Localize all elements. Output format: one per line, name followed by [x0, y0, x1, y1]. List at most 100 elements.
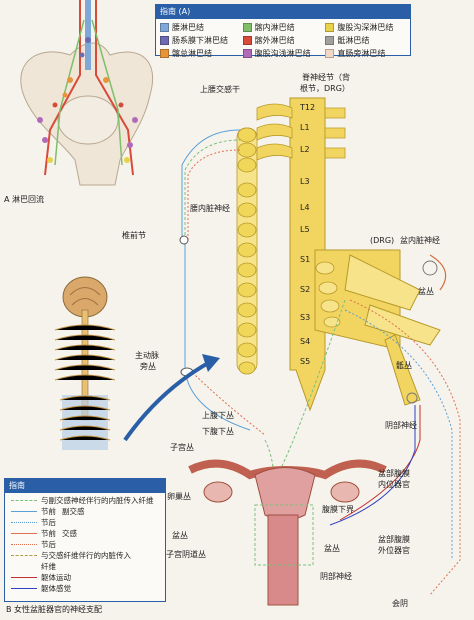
- label-pelvic-plexus-right: 盆丛: [418, 287, 434, 296]
- legend-line: [11, 533, 37, 534]
- legend-swatch: [160, 23, 169, 32]
- label-pelvic-peritoneum-upper-2: 内位器官: [378, 480, 410, 489]
- legend-b-label: 与交感纤维伴行的内脏传入: [41, 551, 131, 560]
- legend-swatch: [325, 36, 335, 45]
- legend-a: 指南 (A) 腰淋巴结 髂内淋巴结 腹股沟深淋巴结肠系膜下淋巴结 髂外淋巴结 骶淋巴结髂…: [155, 4, 411, 59]
- legend-b-label: 节后: [41, 540, 56, 549]
- vertebra-label: S2: [300, 285, 311, 294]
- legend-line: [11, 522, 37, 523]
- legend-a-item: 髂内淋巴结: [242, 22, 324, 33]
- legend-b-row: 与交感纤维伴行的内脏传入: [7, 550, 163, 561]
- label-aortic-plexus: 主动脉: [135, 351, 159, 360]
- legend-b-label: 节前: [41, 529, 56, 538]
- legend-a-label: 腹股沟深淋巴结: [337, 23, 394, 32]
- label-spinal-ganglion-2: 根节，DRG）: [300, 84, 350, 93]
- brain-spinal-illustration: [54, 276, 116, 450]
- label-spinal-ganglion: 脊神经节（背: [302, 73, 350, 82]
- spinal-cord: [256, 97, 447, 412]
- vertebra-label: T12: [300, 103, 316, 112]
- vertebra-label: S4: [300, 337, 311, 346]
- label-ovarian-plexus: 卵巢丛: [167, 492, 191, 501]
- legend-b-label: 躯体运动: [41, 573, 71, 582]
- vertebra-label: S5: [300, 357, 311, 366]
- legend-b-label: 节前: [41, 507, 56, 516]
- legend-a-item: 髂总淋巴结: [160, 48, 241, 59]
- label-pelvic-peritoneum-lower: 盆部腹膜: [378, 535, 410, 544]
- vertebra-label: L1: [300, 123, 310, 132]
- label-perineum: 会阴: [392, 599, 408, 608]
- legend-swatch: [160, 49, 169, 58]
- legend-b-title: 指南: [5, 479, 165, 493]
- label-pelvic-splanchnic: 盆内脏神经: [400, 236, 440, 245]
- legend-a-label: 骶淋巴结: [337, 36, 370, 45]
- legend-b: 指南 与副交感神经伴行的内脏传入纤维节前副交感节后节前交感节后与交感纤维伴行的内…: [4, 478, 166, 602]
- legend-swatch: [242, 36, 252, 45]
- legend-a-title: 指南 (A): [156, 5, 410, 19]
- legend-swatch: [325, 49, 335, 58]
- vertebra-label: L2: [300, 145, 310, 154]
- legend-a-item: 肠系膜下淋巴结: [160, 35, 241, 46]
- legend-a-item: 腹股沟浅淋巴结: [242, 48, 324, 59]
- legend-a-label: 髂外淋巴结: [254, 36, 295, 45]
- vertebra-label: S3: [300, 313, 311, 322]
- legend-b-row: 与副交感神经伴行的内脏传入纤维: [7, 495, 163, 506]
- label-lymph-flow: A 淋巴回流: [4, 195, 45, 204]
- label-pelvic-peritoneum-lower-2: 外位器官: [378, 546, 410, 555]
- legend-swatch: [160, 36, 169, 45]
- label-upper-lumbar-trunk: 上腰交感干: [200, 85, 240, 94]
- legend-b-row: 节后: [7, 517, 163, 528]
- legend-b-row: 节后: [7, 539, 163, 550]
- vertebra-label: L5: [300, 225, 310, 234]
- label-drg-pelvic: (DRG): [370, 236, 395, 245]
- direction-arrow: [123, 360, 211, 442]
- legend-b-label: 纤维: [41, 562, 56, 571]
- vertebra-label: L3: [300, 177, 310, 186]
- legend-b-row: 节前交感: [7, 528, 163, 539]
- label-pudendal-nerve-low: 阴部神经: [320, 572, 352, 581]
- legend-swatch: [242, 49, 252, 58]
- legend-b-row: 躯体感觉: [7, 583, 163, 594]
- legend-b-label: 节后: [41, 518, 56, 527]
- label-pelvic-plexus: 盆丛: [172, 531, 188, 540]
- vertebra-label: L4: [300, 203, 310, 212]
- legend-b-label: 与副交感神经伴行的内脏传入纤维: [41, 496, 154, 505]
- label-aortic-plexus-2: 旁丛: [140, 362, 156, 371]
- label-lumbar-splanchnic: 腰内脏神经: [190, 204, 230, 213]
- label-pelvic-plexus-low: 盆丛: [324, 544, 340, 553]
- caption: B 女性盆脏器官的神经支配: [6, 605, 103, 614]
- legend-b-row: 节前副交感: [7, 506, 163, 517]
- legend-a-label: 腹股沟浅淋巴结: [254, 49, 311, 58]
- legend-a-item: 腹股沟深淋巴结: [325, 22, 406, 33]
- legend-line: [11, 555, 37, 556]
- legend-a-label: 髂内淋巴结: [254, 23, 295, 32]
- legend-a-item: 骶淋巴结: [325, 35, 406, 46]
- legend-a-item: 腰淋巴结: [160, 22, 241, 33]
- label-uterovaginal-plexus: 子宫阴道丛: [166, 550, 206, 559]
- uterus-illustration: [188, 459, 387, 606]
- legend-swatch: [325, 23, 335, 32]
- legend-a-label: 直肠旁淋巴结: [337, 49, 386, 58]
- legend-b-row: 纤维: [7, 561, 163, 572]
- legend-line: [11, 544, 37, 545]
- pelvis-lymph-illustration: [20, 0, 154, 186]
- legend-line: [11, 577, 37, 578]
- legend-b-group: 交感: [62, 529, 77, 538]
- legend-line: [11, 588, 37, 589]
- sympathetic-trunk: [236, 127, 258, 375]
- label-superior-hypogastric: 上腹下丛: [202, 411, 234, 420]
- label-peritoneal-line: 腹膜下界: [322, 505, 354, 514]
- legend-b-group: 副交感: [62, 507, 85, 516]
- legend-a-item: 髂外淋巴结: [242, 35, 324, 46]
- label-pelvic-peritoneum-upper: 盆部腹膜: [378, 469, 410, 478]
- legend-line: [11, 500, 37, 501]
- legend-a-label: 肠系膜下淋巴结: [172, 36, 228, 45]
- vertebra-label: S1: [300, 255, 311, 264]
- legend-a-label: 髂总淋巴结: [172, 49, 212, 58]
- legend-b-label: 躯体感觉: [41, 584, 71, 593]
- legend-swatch: [242, 23, 252, 32]
- label-sacral-plexus: 骶丛: [396, 361, 412, 370]
- label-pudendal-nerve: 阴部神经: [385, 421, 417, 430]
- legend-a-label: 腰淋巴结: [172, 23, 204, 32]
- legend-line: [11, 511, 37, 512]
